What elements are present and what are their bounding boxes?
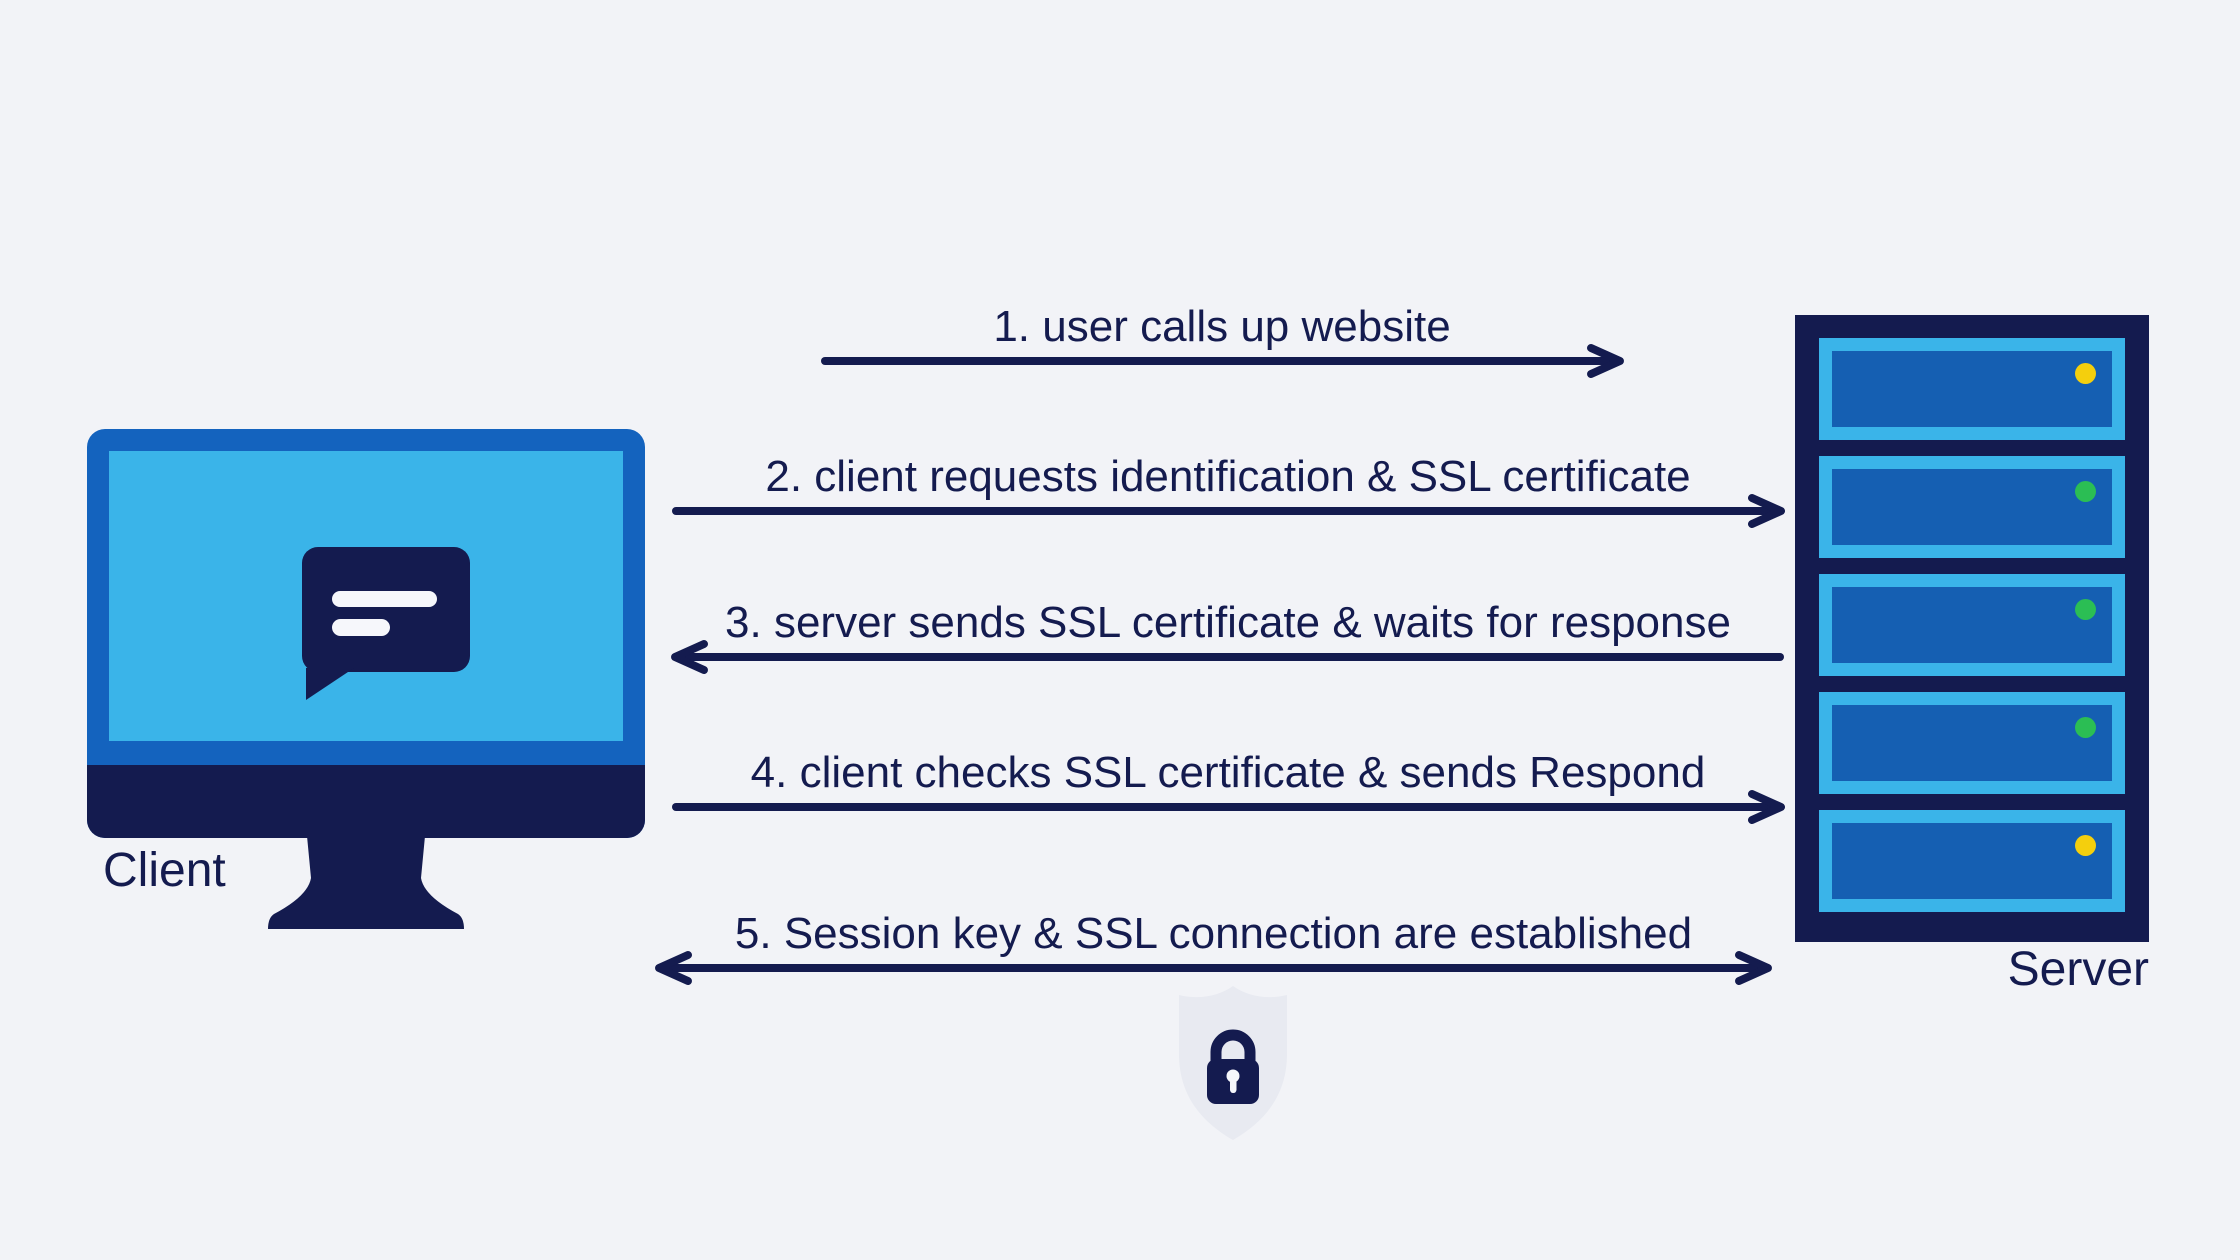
chat-bubble-icon bbox=[302, 547, 470, 700]
status-led-icon bbox=[2075, 599, 2096, 620]
chat-text-line bbox=[332, 619, 390, 636]
lock-keyhole bbox=[1226, 1069, 1240, 1083]
status-led-icon bbox=[2075, 717, 2096, 738]
server-slot bbox=[1819, 692, 2125, 794]
status-led-icon bbox=[2075, 481, 2096, 502]
server-slot-panel bbox=[1832, 351, 2112, 427]
lock-keyhole-stem bbox=[1230, 1079, 1237, 1093]
step-label: 2. client requests identification & SSL … bbox=[765, 452, 1691, 501]
server-slot bbox=[1819, 338, 2125, 440]
server-slot-panel bbox=[1832, 705, 2112, 781]
server-slot-panel bbox=[1832, 823, 2112, 899]
server-rack-icon bbox=[1795, 315, 2149, 942]
step-row: 3. server sends SSL certificate & waits … bbox=[666, 597, 1790, 681]
step-row: 5. Session key & SSL connection are esta… bbox=[650, 908, 1777, 992]
server-label: Server bbox=[2007, 943, 2149, 996]
step-label: 3. server sends SSL certificate & waits … bbox=[725, 598, 1731, 647]
server-slot bbox=[1819, 574, 2125, 676]
step-row: 1. user calls up website bbox=[815, 301, 1629, 385]
step-row: 2. client requests identification & SSL … bbox=[666, 451, 1790, 535]
step-label: 4. client checks SSL certificate & sends… bbox=[750, 748, 1706, 797]
server-slot bbox=[1819, 810, 2125, 912]
step-row: 4. client checks SSL certificate & sends… bbox=[666, 747, 1790, 831]
step-arrow-icon bbox=[821, 344, 1624, 378]
server-slot-panel bbox=[1832, 587, 2112, 663]
monitor-bottom-bar bbox=[87, 765, 645, 838]
step-label: 1. user calls up website bbox=[993, 302, 1451, 351]
step-arrow-icon bbox=[671, 640, 1784, 674]
status-led-icon bbox=[2075, 835, 2096, 856]
client-label: Client bbox=[103, 844, 226, 897]
client-monitor-icon bbox=[87, 429, 645, 838]
monitor-screen bbox=[109, 451, 623, 741]
step-arrow-icon bbox=[672, 790, 1785, 824]
status-led-icon bbox=[2075, 363, 2096, 384]
step-arrow-icon bbox=[655, 951, 1772, 985]
chat-bubble-tail bbox=[306, 668, 354, 700]
shield-lock-icon bbox=[1179, 986, 1287, 1140]
monitor-stand bbox=[268, 836, 464, 929]
chat-text-line bbox=[332, 591, 437, 607]
step-label: 5. Session key & SSL connection are esta… bbox=[734, 909, 1693, 958]
server-slot bbox=[1819, 456, 2125, 558]
step-arrow-icon bbox=[672, 494, 1785, 528]
server-slot-panel bbox=[1832, 469, 2112, 545]
lock-shackle bbox=[1210, 1029, 1256, 1062]
